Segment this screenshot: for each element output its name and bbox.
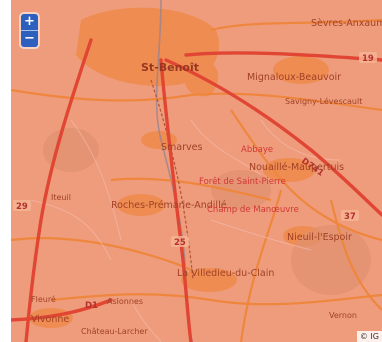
place-champ: Champ de Manœuvre — [207, 205, 299, 215]
place-nouaille: Nouaillé-Maupertuis — [249, 162, 344, 173]
place-fleure: Fleuré — [31, 294, 56, 304]
svg-text:29: 29 — [16, 202, 28, 212]
map-tiles[interactable]: 19 29 37 25 D741 D1 St-Benoît Mignaloux-… — [11, 0, 382, 342]
secondary-roads — [11, 18, 382, 342]
place-abbaye: Abbaye — [241, 145, 273, 155]
zoom-out-button[interactable]: − — [21, 30, 38, 47]
place-mignaloux: Mignaloux-Beauvoir — [247, 72, 341, 83]
svg-text:D1: D1 — [85, 301, 98, 311]
zoom-in-button[interactable]: + — [24, 14, 35, 29]
place-vivonne: Vivonne — [31, 314, 69, 325]
svg-text:37: 37 — [344, 212, 356, 222]
place-aslonnes: Aslonnes — [107, 297, 143, 306]
place-savigny: Savigny-Lévescault — [285, 96, 362, 106]
place-villedieu: La Villedieu-du-Clain — [177, 268, 274, 279]
railway — [150, 79, 194, 281]
place-smarves: Smarves — [161, 142, 202, 153]
place-roches: Roches-Prémarie-Andillé — [111, 200, 227, 211]
minor-roads — [30, 119, 342, 342]
place-sevres: Sèvres-Anxaumont — [311, 18, 382, 29]
place-vernon: Vernon — [329, 311, 357, 320]
map-viewport[interactable]: 19 29 37 25 D741 D1 St-Benoît Mignaloux-… — [11, 0, 382, 342]
place-labels: St-Benoît Mignaloux-Beauvoir Savigny-Lév… — [31, 18, 382, 336]
map-attribution[interactable]: © IG — [356, 331, 382, 342]
place-iteuil: Iteuil — [51, 193, 71, 202]
place-nieuil: Nieuil-l'Espoir — [287, 232, 352, 243]
svg-text:19: 19 — [362, 54, 374, 64]
svg-text:25: 25 — [174, 238, 186, 248]
forest-areas — [43, 128, 371, 295]
place-foret: Forêt de Saint-Pierre — [199, 176, 286, 187]
place-chateau: Château-Larcher — [81, 327, 148, 336]
zoom-control: + − — [21, 14, 38, 47]
place-saint-benoit: St-Benoît — [141, 61, 199, 74]
